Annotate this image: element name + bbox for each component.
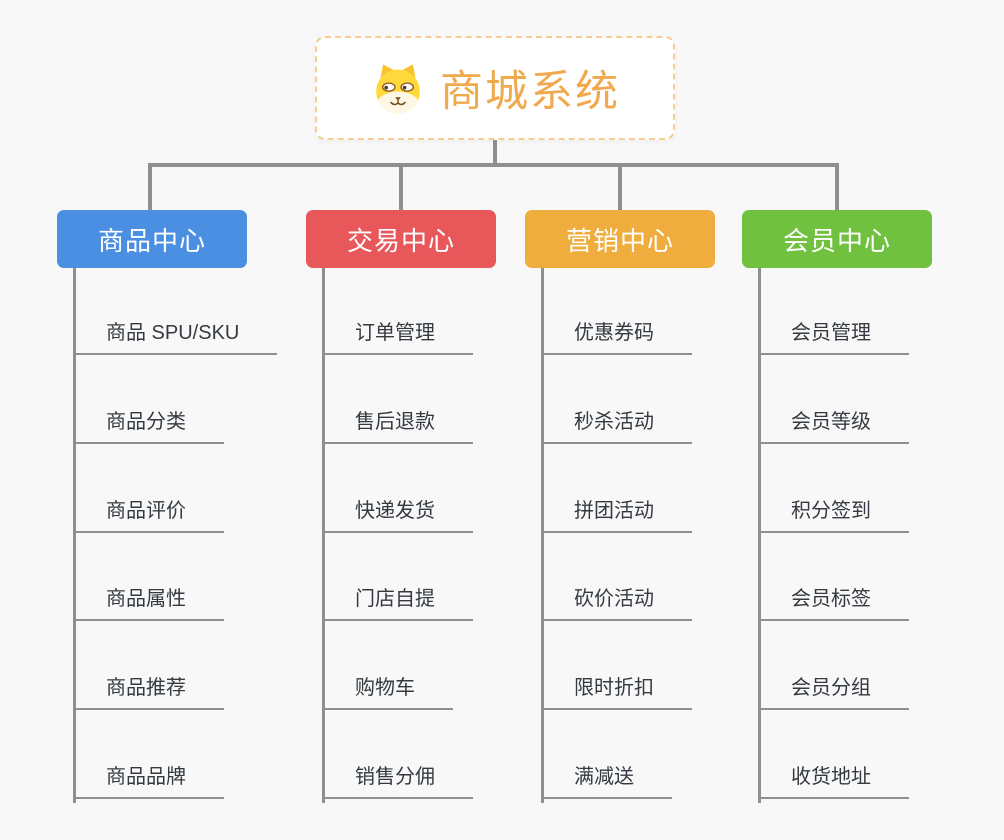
item-label: 拼团活动	[541, 497, 692, 533]
branch-spine-line	[758, 268, 761, 803]
connector-drop-1	[148, 163, 152, 210]
item-label: 商品分类	[73, 408, 224, 444]
root-node[interactable]: 商城系统	[315, 36, 675, 140]
item-label: 满减送	[541, 763, 672, 799]
item-label: 积分签到	[758, 497, 909, 533]
item-label: 优惠券码	[541, 319, 692, 355]
item-label: 快递发货	[322, 497, 473, 533]
mindmap-item[interactable]: 商品品牌	[73, 763, 224, 799]
connector-horizontal-bar	[148, 163, 839, 167]
item-label: 购物车	[322, 674, 453, 710]
mindmap-item[interactable]: 会员分组	[758, 674, 909, 710]
mindmap-item[interactable]: 会员标签	[758, 585, 909, 621]
mindmap-item[interactable]: 订单管理	[322, 319, 473, 355]
item-label: 门店自提	[322, 585, 473, 621]
item-label: 收货地址	[758, 763, 909, 799]
item-label: 销售分佣	[322, 763, 473, 799]
branch-node[interactable]: 商品中心	[57, 210, 247, 268]
item-label: 商品属性	[73, 585, 224, 621]
branch-spine-line	[541, 268, 544, 803]
mindmap-item[interactable]: 收货地址	[758, 763, 909, 799]
mindmap-item[interactable]: 快递发货	[322, 497, 473, 533]
item-label: 会员分组	[758, 674, 909, 710]
dog-face-icon	[376, 64, 420, 114]
mindmap-item[interactable]: 满减送	[541, 763, 672, 799]
branch-column-2: 交易中心 订单管理售后退款快递发货门店自提购物车销售分佣	[306, 210, 566, 803]
mindmap-item[interactable]: 积分签到	[758, 497, 909, 533]
root-title: 商城系统	[440, 68, 620, 116]
branch-label: 商品中心	[97, 225, 206, 256]
connector-drop-3	[618, 163, 622, 210]
mindmap-item[interactable]: 商品分类	[73, 408, 224, 444]
connector-drop-4	[835, 163, 839, 210]
branch-column-4: 会员中心 会员管理会员等级积分签到会员标签会员分组收货地址	[742, 210, 1002, 803]
mindmap-item[interactable]: 商品属性	[73, 585, 224, 621]
mindmap-item[interactable]: 商品 SPU/SKU	[73, 319, 278, 355]
branch-label: 会员中心	[782, 225, 891, 256]
branch-column-3: 营销中心 优惠券码秒杀活动拼团活动砍价活动限时折扣满减送	[525, 210, 785, 803]
item-label: 砍价活动	[541, 585, 692, 621]
branch-node[interactable]: 会员中心	[742, 210, 932, 268]
mindmap-item[interactable]: 拼团活动	[541, 497, 692, 533]
item-label: 限时折扣	[541, 674, 692, 710]
mindmap-item[interactable]: 商品评价	[73, 497, 224, 533]
mindmap-item[interactable]: 销售分佣	[322, 763, 473, 799]
item-label: 售后退款	[322, 408, 473, 444]
branch-label: 交易中心	[346, 225, 455, 256]
branch-spine-line	[322, 268, 325, 803]
branch-node[interactable]: 营销中心	[525, 210, 715, 268]
mindmap-item[interactable]: 砍价活动	[541, 585, 692, 621]
mindmap-item[interactable]: 商品推荐	[73, 674, 224, 710]
branch-node[interactable]: 交易中心	[306, 210, 496, 268]
connector-root-drop	[493, 140, 497, 167]
mindmap-item[interactable]: 优惠券码	[541, 319, 692, 355]
item-label: 会员标签	[758, 585, 909, 621]
branch-column-1: 商品中心 商品 SPU/SKU 商品分类商品评价商品属性商品推荐商品品牌	[57, 210, 317, 803]
mindmap-item[interactable]: 售后退款	[322, 408, 473, 444]
branch-spine-line	[73, 268, 76, 803]
mindmap-item[interactable]: 会员管理	[758, 319, 909, 355]
item-label: 商品评价	[73, 497, 224, 533]
item-label: 订单管理	[322, 319, 473, 355]
item-label: 会员管理	[758, 319, 909, 355]
item-label: 秒杀活动	[541, 408, 692, 444]
mindmap-item[interactable]: 门店自提	[322, 585, 473, 621]
connector-drop-2	[399, 163, 403, 210]
mindmap-item[interactable]: 秒杀活动	[541, 408, 692, 444]
mindmap-item[interactable]: 购物车	[322, 674, 453, 710]
item-label: 会员等级	[758, 408, 909, 444]
mindmap-item[interactable]: 会员等级	[758, 408, 909, 444]
item-label: 商品 SPU/SKU	[73, 319, 278, 355]
item-label: 商品推荐	[73, 674, 224, 710]
branch-label: 营销中心	[565, 225, 674, 256]
item-label: 商品品牌	[73, 763, 224, 799]
mindmap-item[interactable]: 限时折扣	[541, 674, 692, 710]
